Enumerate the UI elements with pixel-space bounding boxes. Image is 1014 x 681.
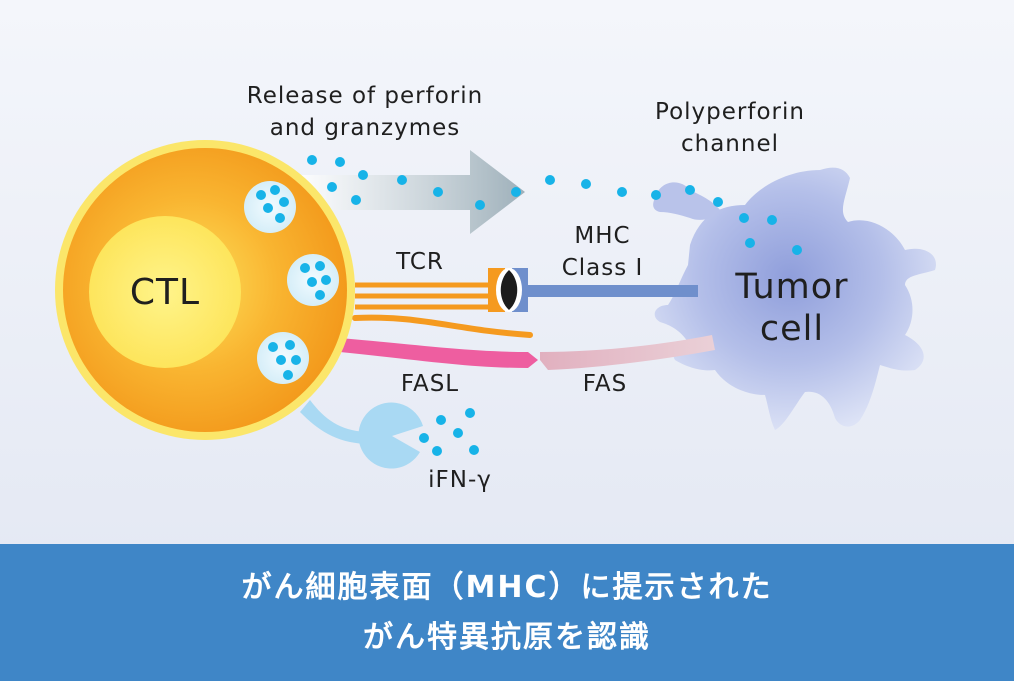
antigen-core — [500, 270, 518, 310]
fas-receptor — [540, 335, 715, 370]
label-ctl: CTL — [129, 272, 201, 313]
perforin-dots — [307, 155, 802, 255]
vesicle-granules — [256, 185, 331, 380]
label-tcr: TCR — [396, 249, 444, 275]
tcr-receptor — [355, 282, 495, 310]
caption-line-1: がん細胞表面（MHC）に提示された — [241, 569, 773, 605]
mhc-stalk — [528, 285, 698, 297]
release-arrow — [300, 150, 525, 234]
orange-arc — [352, 314, 533, 338]
label-ifn-gamma: iFN-γ — [428, 467, 492, 493]
ctl-tumor-diagram — [55, 140, 936, 469]
caption-bar: がん細胞表面（MHC）に提示された がん特異抗原を認識 — [0, 544, 1014, 681]
label-fas: FAS — [582, 371, 628, 397]
fasl-ligand — [340, 338, 538, 368]
ifn-gamma-dots — [419, 408, 479, 456]
label-tumor-cell: Tumor cell — [735, 267, 849, 349]
label-release: Release of perforin and granzymes — [246, 83, 484, 141]
label-fasl: FASL — [400, 371, 460, 397]
ifn-receptor-stalk — [300, 400, 365, 444]
ifn-receptor-pacman — [358, 402, 423, 469]
label-polyperforin-channel: Polyperforin channel — [655, 99, 805, 157]
tumor-cell-body — [654, 167, 936, 430]
label-mhc-class-i: MHC Class I — [561, 223, 644, 281]
ctl-nucleus — [89, 216, 241, 368]
polyperforin-channel — [653, 182, 720, 220]
caption-line-2: がん特異抗原を認識 — [363, 619, 651, 655]
